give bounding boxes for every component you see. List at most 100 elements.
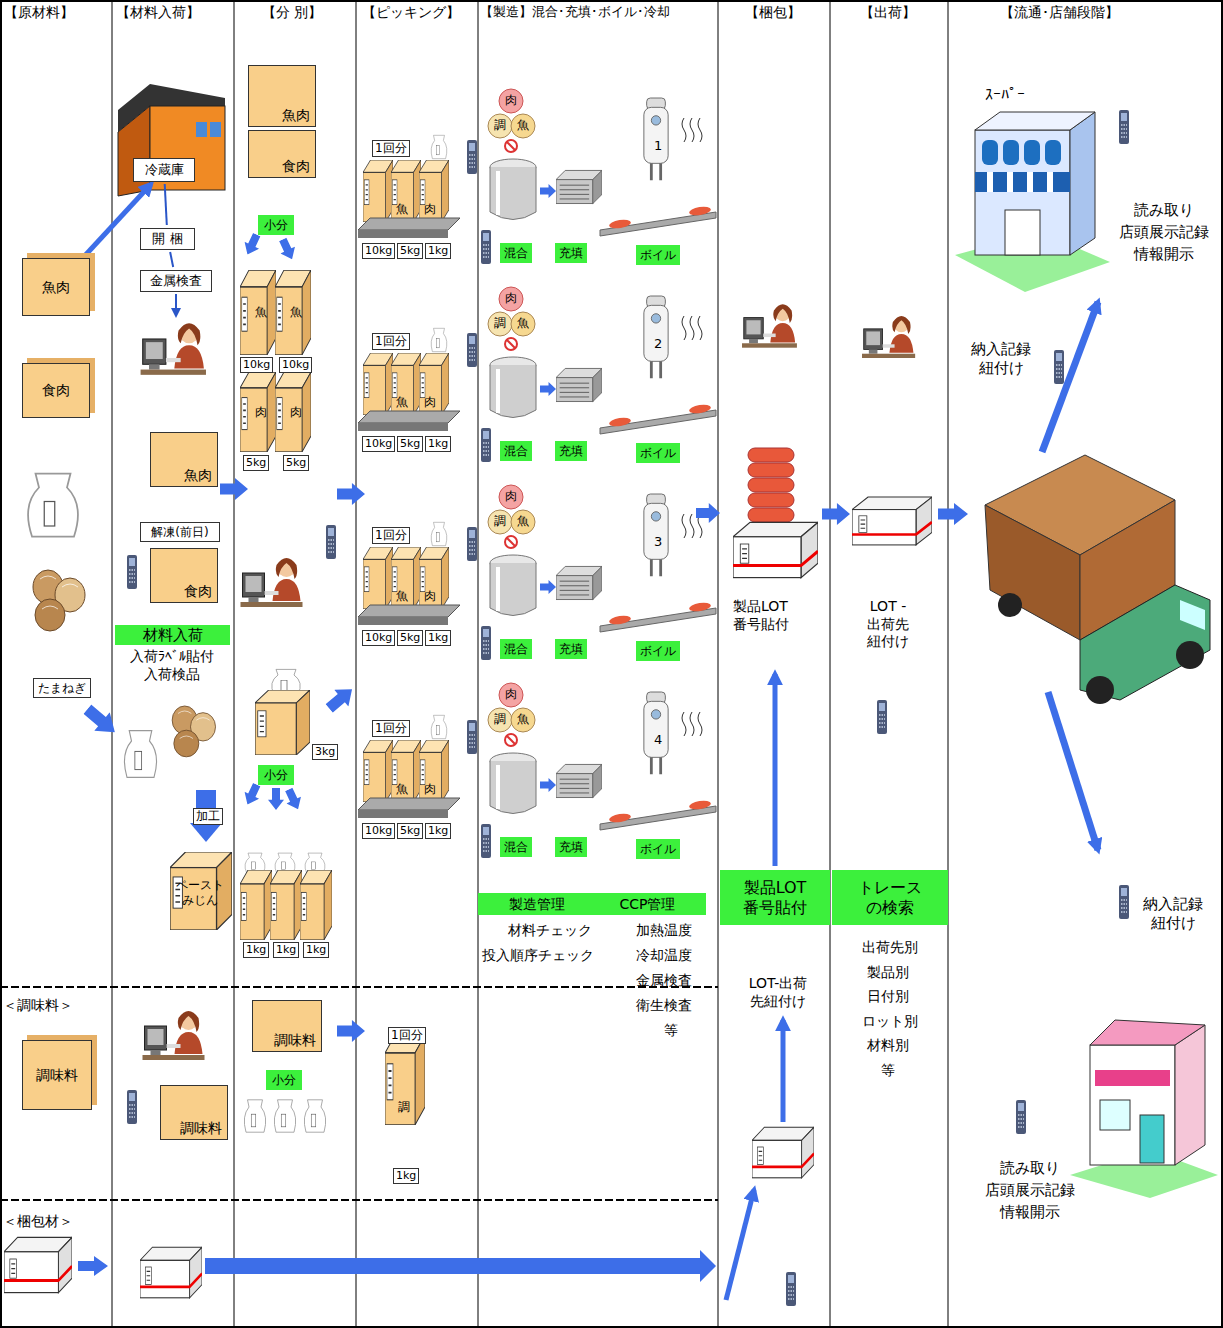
shipping <box>852 316 968 734</box>
sorting-part <box>322 681 359 717</box>
sorting <box>240 231 365 1132</box>
raw-materials-part <box>80 700 123 742</box>
material-box: 食肉 <box>150 548 218 603</box>
text-label: 1kg <box>243 942 269 958</box>
text-label: 調 <box>398 1100 410 1115</box>
sorting-part <box>274 1100 295 1132</box>
production-line-part <box>481 287 716 462</box>
sorting-part <box>240 231 264 258</box>
text-label: 5kg <box>397 243 423 259</box>
text-label: 肉 <box>501 489 521 504</box>
text-label: 肉 <box>424 589 436 604</box>
truck-part <box>998 593 1022 617</box>
material-box: 調味料 <box>160 1085 228 1140</box>
node-text: 小分 <box>264 218 288 232</box>
text-label: 肉 <box>424 202 436 217</box>
text-label: 肉 <box>501 291 521 306</box>
material-box: 魚肉 <box>150 432 218 487</box>
sorting-part <box>275 372 311 452</box>
text-label: 5kg <box>397 630 423 646</box>
shipping-part <box>877 700 887 734</box>
supermarket-part <box>1070 112 1095 255</box>
sorting-part <box>275 270 311 355</box>
step-band: 充填 <box>555 243 587 263</box>
packing-part <box>733 522 818 577</box>
receiving-part <box>170 852 232 930</box>
text-label: 納入記録 紐付け <box>966 340 1036 378</box>
truck-part <box>1086 676 1114 704</box>
supermarket-part <box>1024 140 1040 165</box>
text-label: 1回分 <box>388 1027 426 1044</box>
node-text: 混合 <box>504 246 528 260</box>
shipping-part <box>862 316 915 358</box>
text-label: 冷却温度 <box>636 947 692 965</box>
step-band: ボイル <box>636 839 680 859</box>
text-label: 肉 <box>290 405 302 420</box>
receiving-part <box>127 555 137 589</box>
packing-part <box>773 674 778 866</box>
text-label: 加工 <box>193 808 223 825</box>
column-header: 【材料入荷】 <box>116 4 200 22</box>
text-label: 4 <box>654 732 662 748</box>
text-label: 10kg <box>362 436 395 452</box>
sorting-part <box>240 372 276 452</box>
text-label: ＜調味料＞ <box>3 997 73 1015</box>
supermarket-part <box>1054 350 1064 384</box>
node-text: 魚肉 <box>184 467 212 484</box>
node-text: 魚肉 <box>282 107 310 124</box>
step-band: 材料入荷 <box>115 625 230 645</box>
node-text: 調味料 <box>180 1120 222 1137</box>
material-box: 調味料 <box>252 1000 322 1052</box>
sorting-part <box>245 853 265 873</box>
production-line-part <box>481 485 716 660</box>
shop-part <box>1095 1070 1170 1086</box>
packing-part <box>726 1190 754 1300</box>
step-band: 充填 <box>555 441 587 461</box>
sorting-part <box>240 870 272 940</box>
text-label: 読み取り 店頭展示記録 情報開示 <box>978 1158 1082 1223</box>
receiving-part <box>124 731 156 778</box>
text-label: 製品LOT 番号貼付 <box>733 598 805 633</box>
text-label: 肉 <box>501 687 521 702</box>
packing-part <box>748 493 794 507</box>
step-band: 製品LOT 番号貼付 <box>720 870 830 925</box>
sorting-part <box>337 483 365 505</box>
sorting-part <box>281 786 305 813</box>
text-label: 肉 <box>255 405 267 420</box>
raw-materials-part <box>4 1237 72 1292</box>
sorting-part <box>300 870 332 940</box>
packing-part <box>822 503 850 525</box>
text-label: 1 <box>654 138 662 154</box>
text-label: 魚 <box>396 395 408 410</box>
text-label: 1回分 <box>372 527 410 544</box>
raw-materials-part <box>28 474 78 537</box>
material-box: 調味料 <box>22 1040 92 1110</box>
picking-part <box>358 522 477 625</box>
truck-part <box>1048 692 1098 850</box>
step-band: 混合 <box>500 243 532 263</box>
column-header: 【原材料】 <box>4 4 74 22</box>
text-label: 3kg <box>312 744 338 760</box>
step-band: ボイル <box>636 641 680 661</box>
truck-part <box>985 505 1080 640</box>
shop-part <box>1175 1025 1205 1165</box>
picking-part <box>358 715 477 818</box>
receiving <box>124 323 716 1298</box>
raw-materials-part <box>78 1256 108 1276</box>
text-label: 読み取り 店頭展示記録 情報開示 <box>1112 200 1216 265</box>
text-label: ｽｰﾊﾟｰ <box>985 85 1025 105</box>
step-band: 小分 <box>258 765 294 785</box>
step-band: ボイル <box>636 443 680 463</box>
frame-part <box>112 1 948 1328</box>
shop-part <box>1100 1100 1130 1130</box>
receiving-part <box>205 1250 716 1282</box>
text-label: 5kg <box>243 455 269 471</box>
sorting-part <box>270 870 302 940</box>
picking-part <box>385 1035 425 1125</box>
shop <box>1016 885 1218 1198</box>
label-box: 解凍(前日) <box>140 522 220 542</box>
production-line-part <box>481 683 716 858</box>
truck-part <box>1176 641 1204 669</box>
material-box: 魚肉 <box>248 65 316 127</box>
